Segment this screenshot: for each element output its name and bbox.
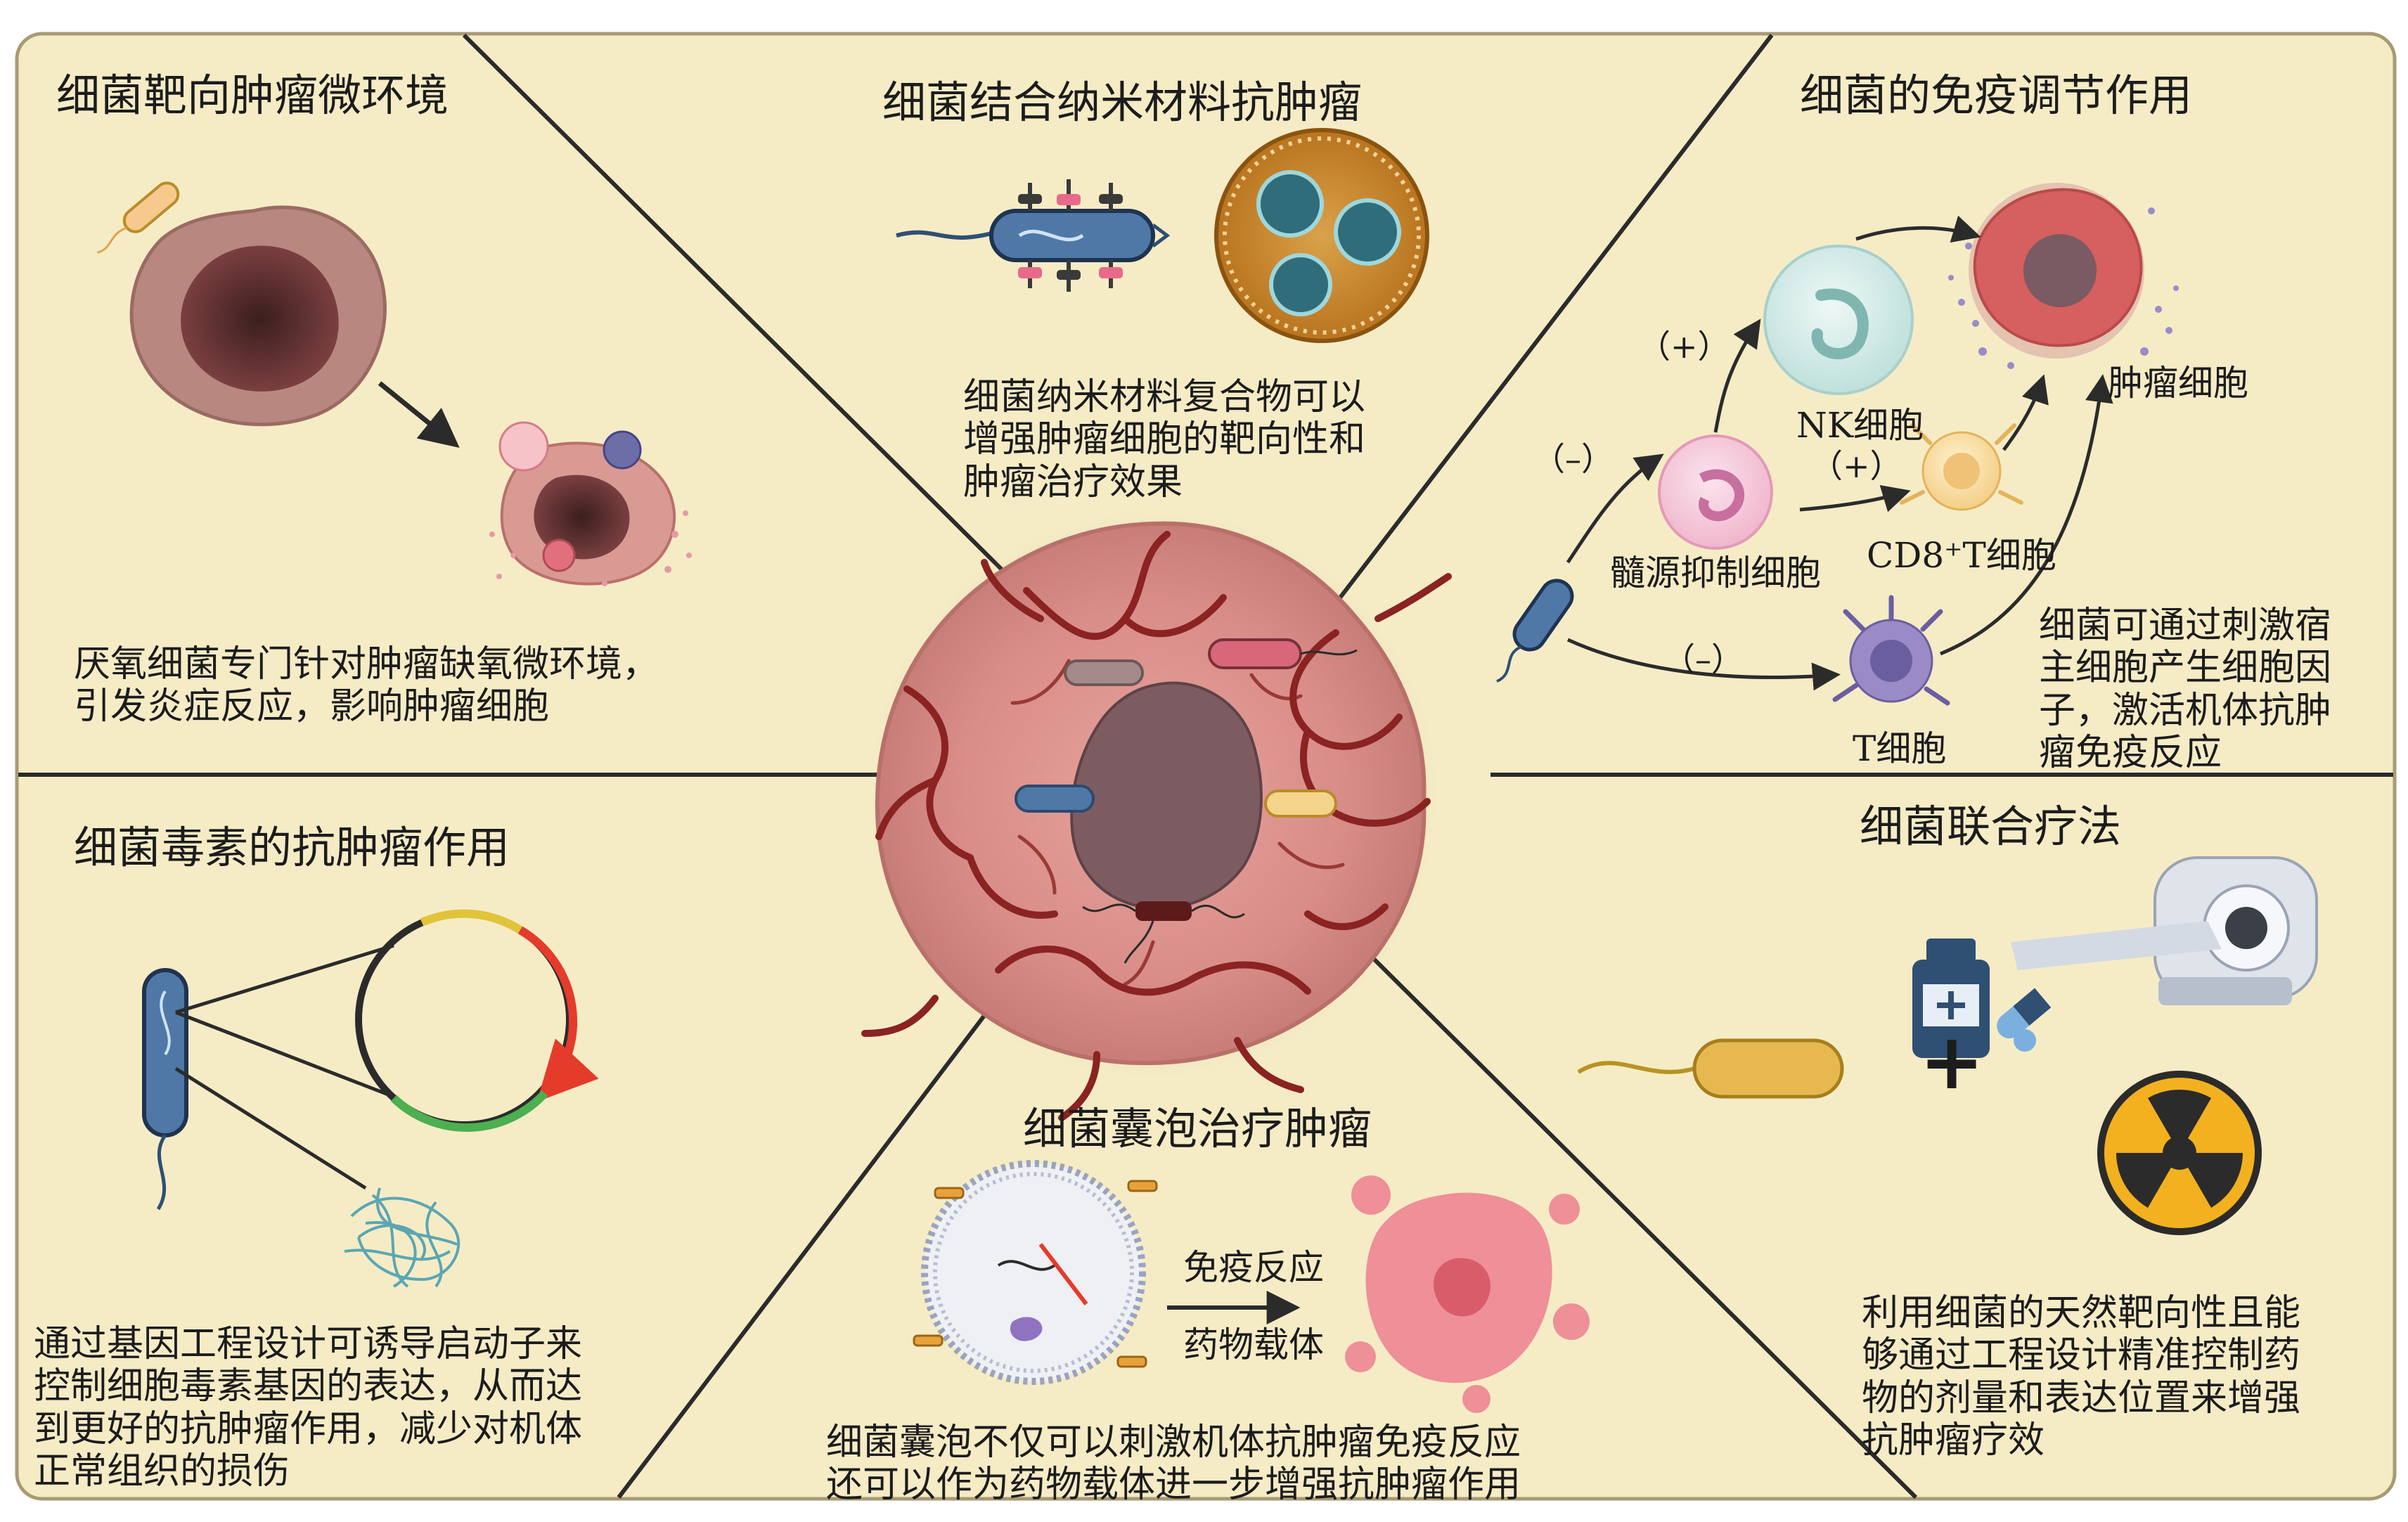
panel-body-toxin: 通过基因工程设计可诱导启动子来 控制细胞毒素基因的表达，从而达 到更好的抗肿瘤作… xyxy=(34,1323,583,1492)
panel-body-combination: 利用细菌的天然靶向性且能 够通过工程设计精准控制药 物的剂量和表达位置来增强 抗… xyxy=(1862,1292,2301,1462)
label-tumor-cell: 肿瘤细胞 xyxy=(2108,363,2248,404)
sign-minus-t-cell: （–） xyxy=(1663,640,1744,678)
panel-vesicle-art xyxy=(913,1160,1590,1413)
panel-body-targeting: 厌氧细菌专门针对肿瘤缺氧微环境， 引发炎症反应，影响肿瘤细胞 xyxy=(74,643,659,728)
panel-body-immune: 细菌可通过刺激宿 主细胞产生细胞因 子，激活机体抗肿 瘤免疫反应 xyxy=(2039,605,2332,774)
panel-title-immune: 细菌的免疫调节作用 xyxy=(1800,70,2193,121)
label-t-cell: T细胞 xyxy=(1853,728,1947,769)
sign-plus-cd8: （+） xyxy=(1810,447,1902,485)
sign-minus-mdsc: （–） xyxy=(1533,440,1614,478)
panel-title-combination: 细菌联合疗法 xyxy=(1860,801,2122,852)
sign-plus-nk: （+） xyxy=(1638,328,1730,366)
panel-targeting-art xyxy=(96,181,692,586)
label-nk-cell: NK细胞 xyxy=(1796,405,1924,446)
panel-immune-art xyxy=(1496,183,2179,706)
panel-title-toxin: 细菌毒素的抗肿瘤作用 xyxy=(74,822,510,873)
panel-title-targeting: 细菌靶向肿瘤微环境 xyxy=(56,70,449,121)
panel-dividers xyxy=(18,33,2393,1500)
label-immune-response: 免疫反应 xyxy=(1183,1247,1324,1288)
panel-body-nanomaterial: 细菌纳米材料复合物可以 增强肿瘤细胞的靶向性和 肿瘤治疗效果 xyxy=(963,376,1366,503)
label-mdsc: 髓源抑制细胞 xyxy=(1610,553,1821,593)
panel-nanomaterial-art xyxy=(896,128,1429,343)
panel-body-vesicle: 细菌囊泡不仅可以刺激机体抗肿瘤免疫反应 还可以作为药物载体进一步增强抗肿瘤作用 xyxy=(826,1421,1521,1507)
panel-combination-art xyxy=(1577,856,2318,1235)
panel-toxin-art xyxy=(142,909,599,1288)
label-drug-carrier: 药物载体 xyxy=(1183,1324,1324,1365)
central-tumor xyxy=(861,510,1452,1121)
label-cd8-t-cell: CD8⁺T细胞 xyxy=(1867,535,2056,576)
plus-sign: + xyxy=(1919,1017,1985,1107)
panel-title-nanomaterial: 细菌结合纳米材料抗肿瘤 xyxy=(882,77,1363,128)
panel-title-vesicle: 细菌囊泡治疗肿瘤 xyxy=(1023,1103,1372,1154)
